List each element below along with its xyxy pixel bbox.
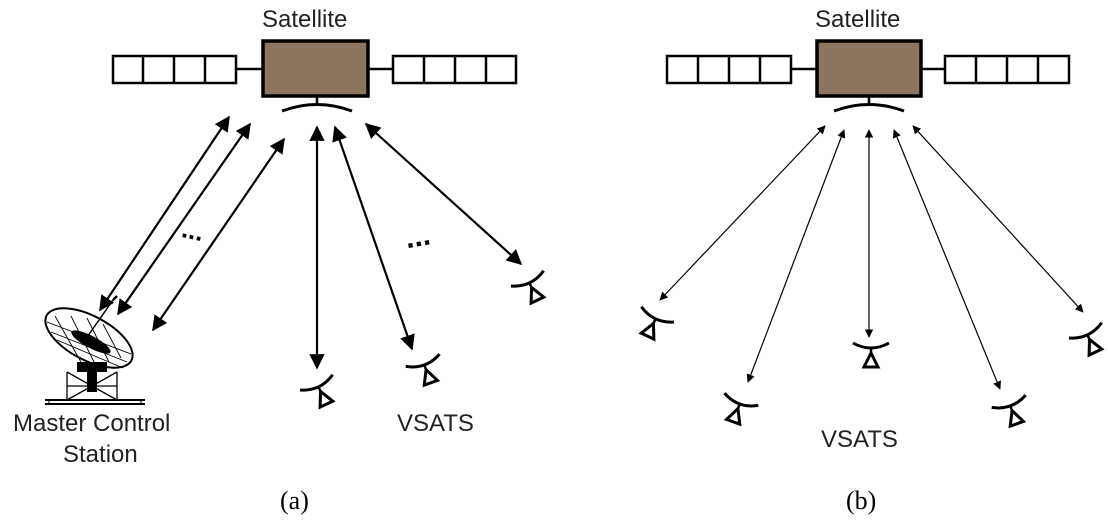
vsats-label-a: VSATS — [397, 410, 474, 437]
vsat-icon-b-1 — [629, 305, 676, 346]
ellipsis-a-2: ... — [402, 218, 432, 255]
panel-a: Satellite — [13, 6, 556, 515]
link-a-5 — [332, 125, 415, 351]
solar-panel-icon-left-b — [665, 54, 793, 85]
dish-antenna-icon — [44, 295, 145, 405]
link-a-1 — [99, 115, 230, 312]
link-b-1 — [659, 125, 826, 301]
caption-a: (a) — [280, 486, 309, 515]
satellite-icon-a — [111, 39, 518, 113]
vsat-icon-b-2 — [714, 391, 760, 430]
vsat-icon-a-3 — [509, 269, 556, 310]
satellite-label-a: Satellite — [262, 6, 347, 33]
vsat-icon-b-5 — [1067, 321, 1108, 362]
master-station-label-1: Master Control — [13, 410, 170, 437]
satellite-body-b — [815, 39, 923, 98]
link-b-4 — [892, 129, 1002, 390]
master-station-label-2: Station — [63, 441, 138, 468]
link-a-3 — [152, 137, 285, 332]
satellite-label-b: Satellite — [815, 6, 900, 33]
vsats-label-b: VSATS — [821, 426, 898, 453]
links-b — [659, 125, 1084, 390]
link-b-2 — [746, 129, 846, 383]
vsat-icon-b-3 — [851, 341, 891, 369]
vsat-icon-b-4 — [990, 393, 1036, 432]
panel-b: Satellite — [629, 6, 1108, 515]
satellite-icon-b — [665, 39, 1071, 113]
satellite-body-a — [261, 39, 370, 98]
links-a — [99, 115, 523, 370]
vsat-icon-a-1 — [298, 373, 345, 414]
link-a-6 — [364, 122, 523, 266]
caption-b: (b) — [846, 486, 876, 515]
link-b-5 — [912, 125, 1084, 313]
satellite-antenna-b — [833, 103, 905, 113]
vsat-icon-a-2 — [404, 352, 450, 391]
solar-panel-icon-left-a — [111, 54, 238, 85]
solar-panel-icon-right-b — [943, 54, 1071, 85]
satellite-antenna-a — [281, 103, 353, 113]
solar-panel-icon-right-a — [391, 54, 518, 85]
